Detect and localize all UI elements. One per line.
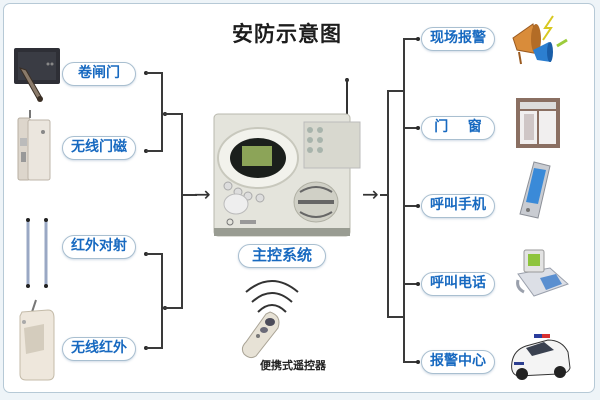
input-label-pir: 无线红外 (62, 337, 136, 361)
arrow-to-center-icon: → (194, 182, 211, 206)
remote-caption: 便携式遥控器 (260, 359, 326, 372)
mobile-phone-icon (519, 161, 551, 219)
output-label-door-window: 门 窗 (421, 116, 495, 140)
arrow-to-outputs-icon: → (362, 182, 379, 206)
remote-signal-waves-icon (245, 280, 299, 313)
police-car-icon (511, 334, 571, 380)
diagram-title: 安防示意图 (232, 22, 342, 46)
desk-phone-icon (516, 249, 569, 297)
input-label-door-magnet: 无线门磁 (62, 136, 136, 160)
infrared-beam-icon (26, 218, 48, 288)
pir-sensor-icon (19, 299, 55, 381)
door-magnet-sensor-icon (17, 110, 51, 181)
alarm-panel-icon (213, 78, 361, 237)
input-label-infrared-beam: 红外对射 (62, 235, 136, 259)
siren-horn-icon (512, 15, 568, 65)
output-label-call-phone: 呼叫电话 (421, 272, 495, 296)
output-label-call-mobile: 呼叫手机 (421, 194, 495, 218)
window-icon (516, 98, 560, 148)
output-label-alarm-center: 报警中心 (421, 350, 495, 374)
rolling-door-sensor-icon (14, 48, 60, 102)
remote-control-icon (241, 311, 280, 359)
input-label-rolling-door: 卷闸门 (62, 62, 136, 86)
center-label-main-control: 主控系统 (238, 244, 326, 268)
output-label-onsite-alarm: 现场报警 (421, 27, 495, 51)
